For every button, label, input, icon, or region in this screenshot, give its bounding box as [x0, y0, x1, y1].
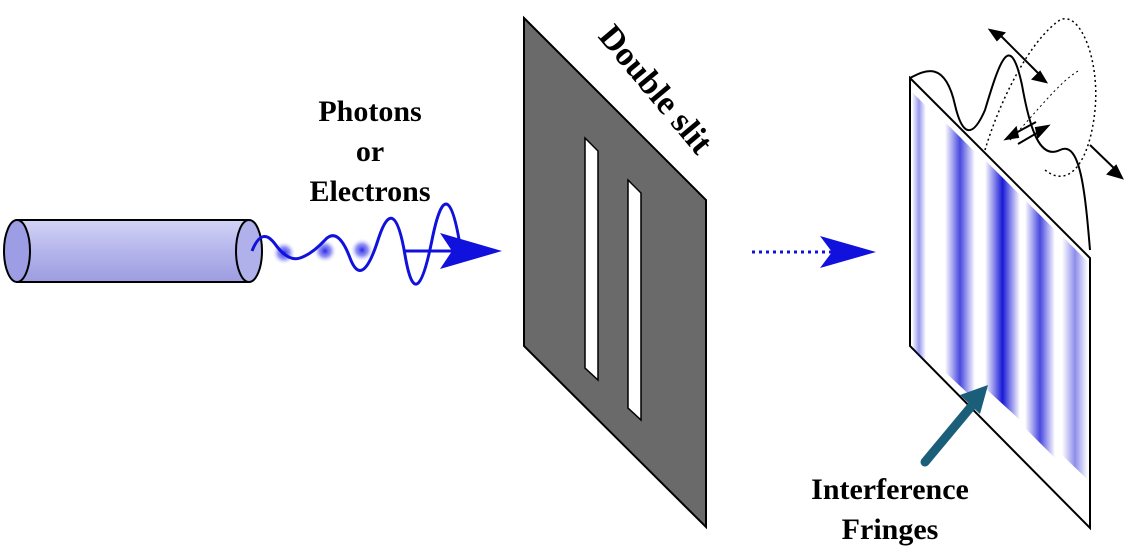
intensity-profile — [909, 54, 1091, 251]
particle-dot — [313, 239, 337, 263]
fringe-band — [912, 92, 926, 362]
source-label-line: Electrons — [309, 175, 431, 208]
fringe-band — [1062, 236, 1088, 480]
source-label: Photons or Electrons — [295, 92, 445, 212]
envelope-curve — [984, 17, 1097, 177]
arrow-head-icon — [440, 233, 502, 269]
source-tube — [3, 219, 263, 283]
fringe-pointer-arrow — [920, 385, 988, 467]
source-label-line: or — [355, 135, 385, 168]
motion-arrows — [987, 28, 1124, 180]
wave-curve — [250, 202, 464, 286]
arrow-head-icon — [820, 236, 876, 268]
fringe-band — [1025, 200, 1055, 458]
detection-screen — [909, 17, 1097, 531]
dotted-arrow — [752, 236, 876, 268]
particle-wave — [250, 202, 502, 286]
fringe-band — [945, 122, 975, 400]
fringes-label: Interference Fringes — [775, 470, 1005, 550]
source-label-line: Photons — [318, 95, 422, 128]
interference-fringes — [912, 92, 1088, 480]
tube-cap — [3, 219, 31, 283]
particle-dot — [350, 238, 374, 262]
fringes-label-line: Interference — [811, 473, 969, 506]
slit-2 — [627, 178, 642, 422]
fringe-band — [985, 160, 1020, 420]
fringes-label-line: Fringes — [841, 513, 939, 546]
slit-1 — [584, 136, 599, 382]
double-slit-barrier — [523, 15, 707, 530]
